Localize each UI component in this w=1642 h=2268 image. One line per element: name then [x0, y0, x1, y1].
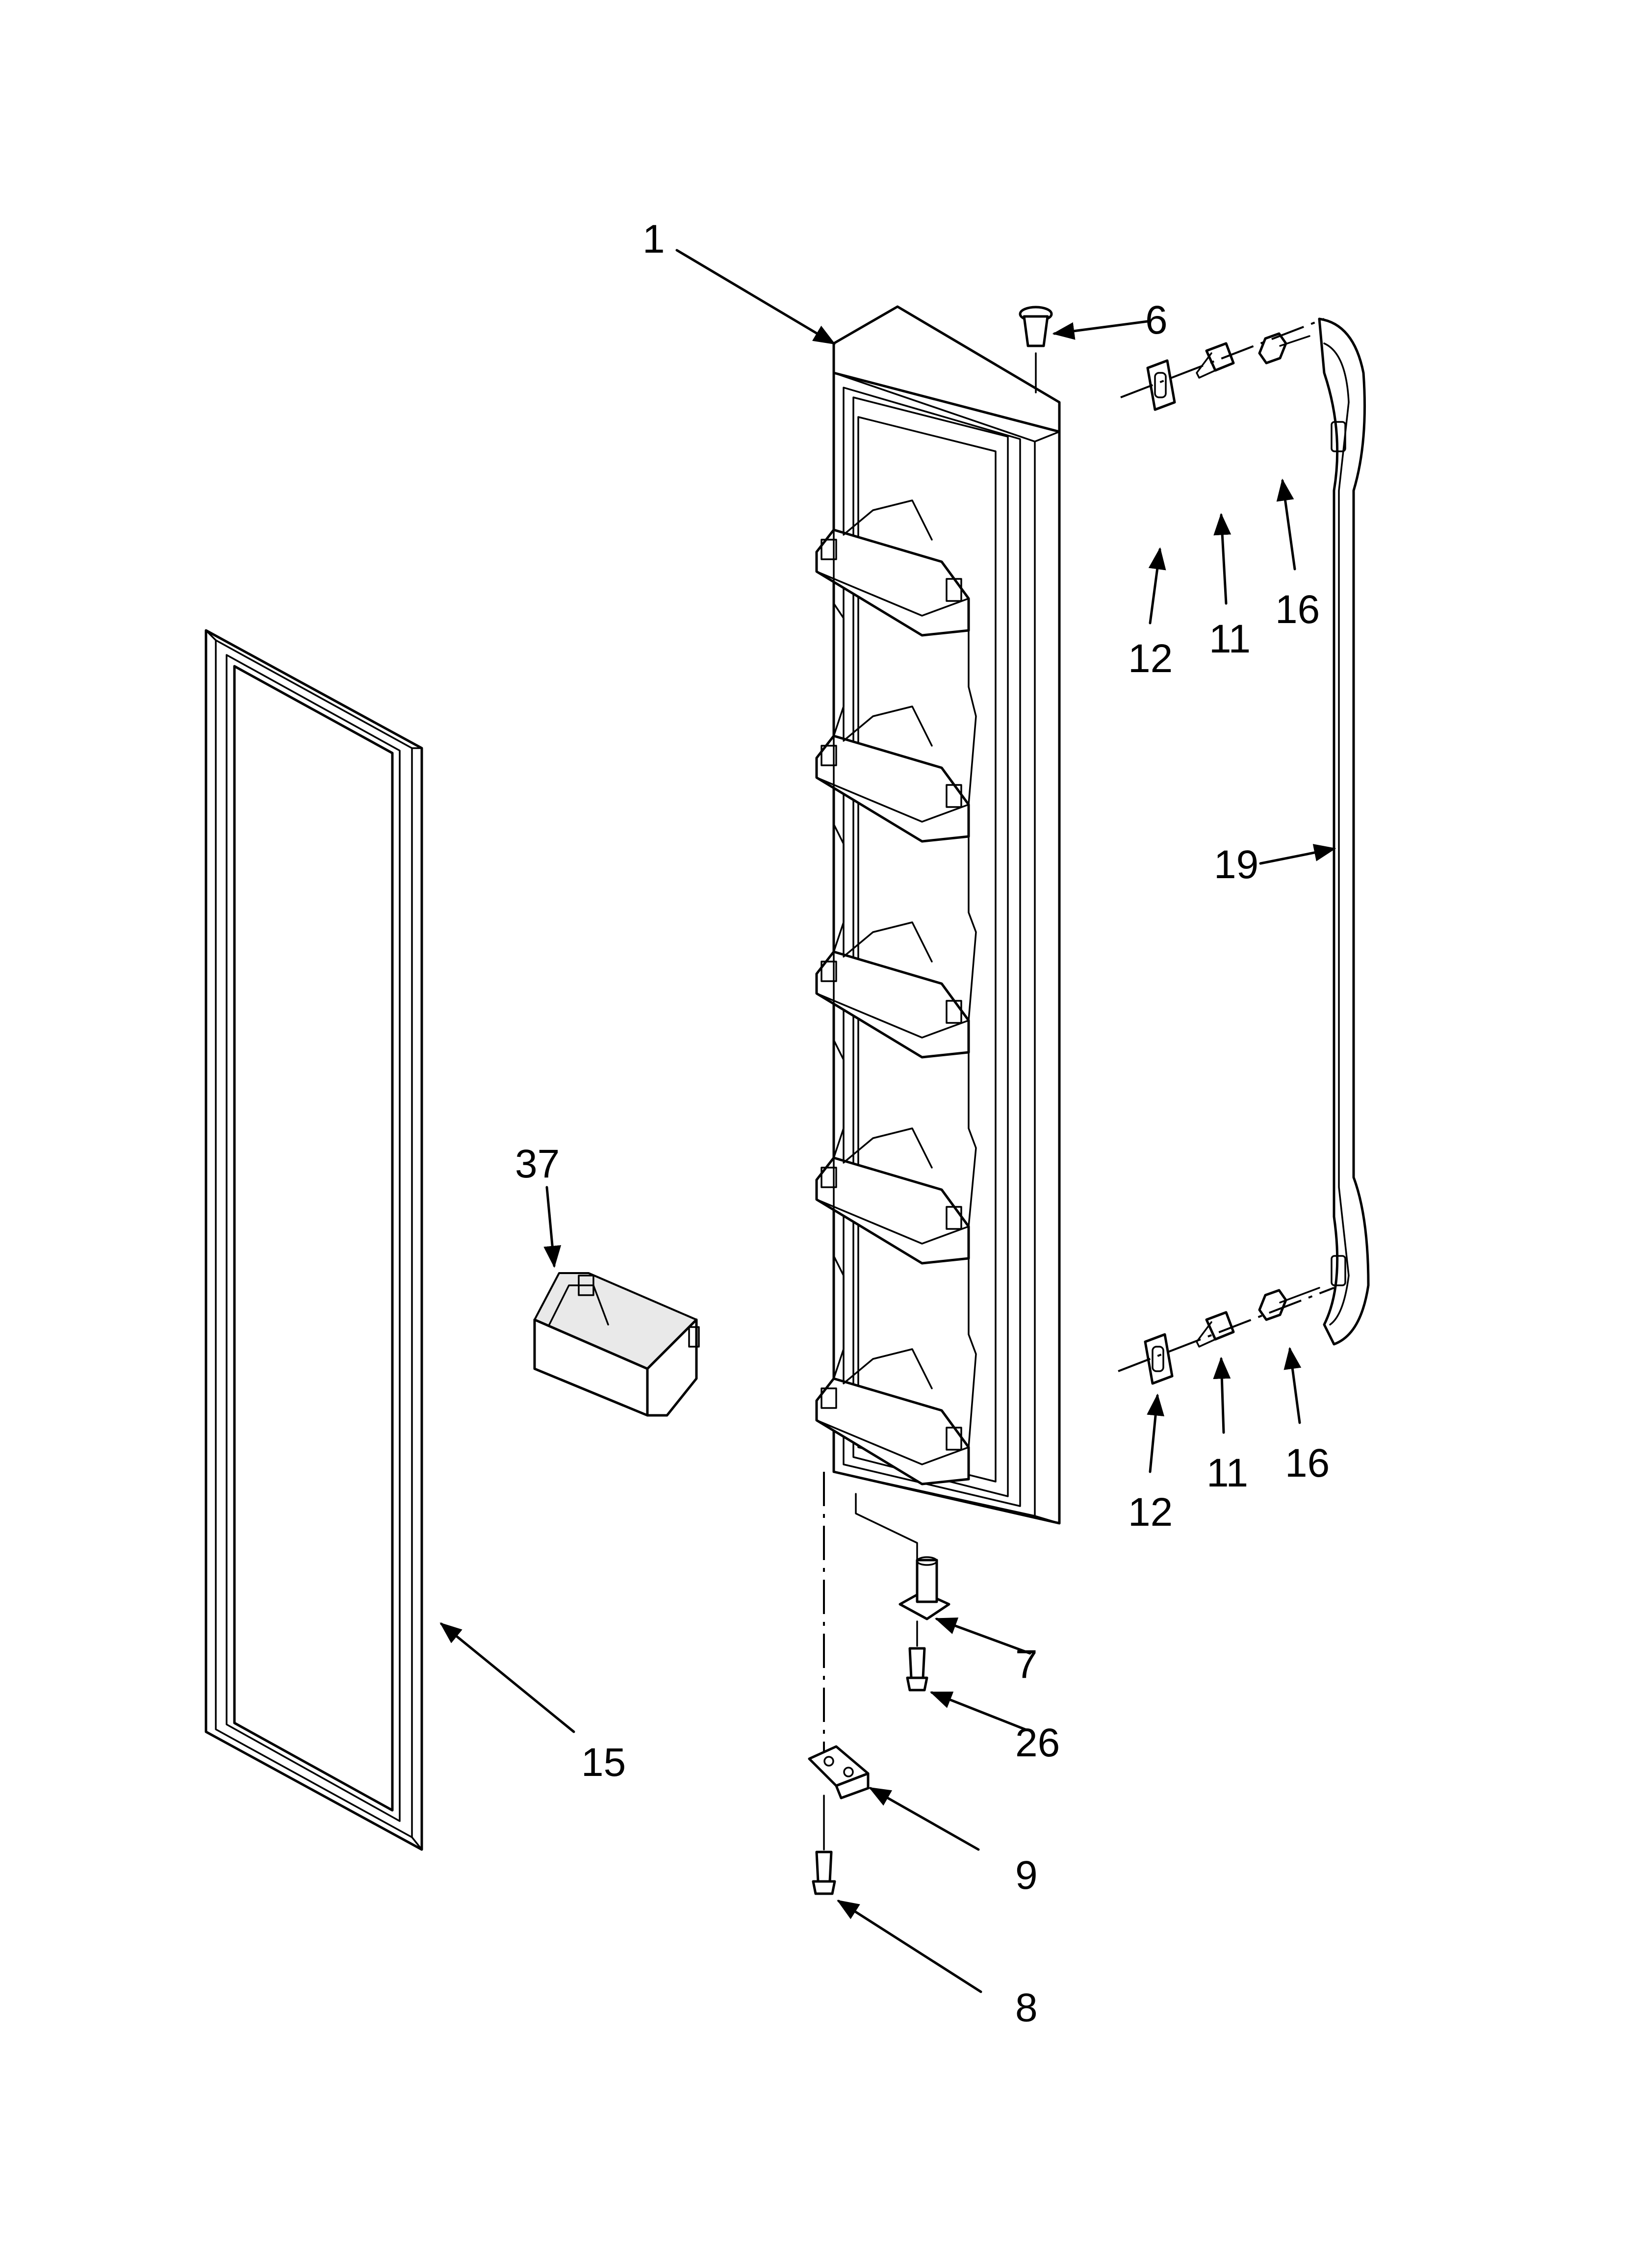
axis-line-top: [1120, 318, 1325, 398]
callout-16-top: 16: [1275, 587, 1320, 632]
handle-clip-bottom: [1144, 1333, 1174, 1385]
callout-8: 8: [1015, 1985, 1038, 2030]
handle-screw-top: [1258, 332, 1310, 365]
axis-line-bottom: [1118, 1287, 1334, 1372]
door-assembly: [815, 305, 1061, 1525]
callout-19: 19: [1214, 842, 1258, 887]
callout-11-top: 11: [1209, 617, 1251, 661]
door-bin: [533, 1272, 700, 1417]
handle-clip-top: [1146, 359, 1176, 411]
door-cap-plug: [1019, 306, 1053, 393]
hinge-pin: [855, 1493, 950, 1620]
callout-7: 7: [1015, 1642, 1038, 1687]
handle-stud-top: [1196, 342, 1235, 379]
handle-screw-bottom: [1258, 1287, 1320, 1321]
hinge-bracket: [808, 1745, 870, 1851]
door-handle: [1318, 317, 1370, 1346]
bracket-screw: [812, 1851, 836, 1895]
callout-1: 1: [642, 217, 665, 261]
callout-26: 26: [1015, 1721, 1060, 1765]
callout-37: 37: [515, 1142, 560, 1186]
callout-12-bottom: 12: [1128, 1490, 1173, 1535]
hinge-screw: [906, 1620, 928, 1692]
door-gasket: [205, 629, 423, 1851]
callout-9: 9: [1015, 1853, 1038, 1898]
callout-16-bottom: 16: [1285, 1441, 1330, 1486]
handle-stud-bottom: [1196, 1311, 1235, 1348]
callout-12-top: 12: [1128, 636, 1173, 681]
callout-6: 6: [1145, 298, 1168, 342]
callout-15: 15: [581, 1740, 626, 1785]
callout-11-bottom: 11: [1206, 1451, 1248, 1495]
